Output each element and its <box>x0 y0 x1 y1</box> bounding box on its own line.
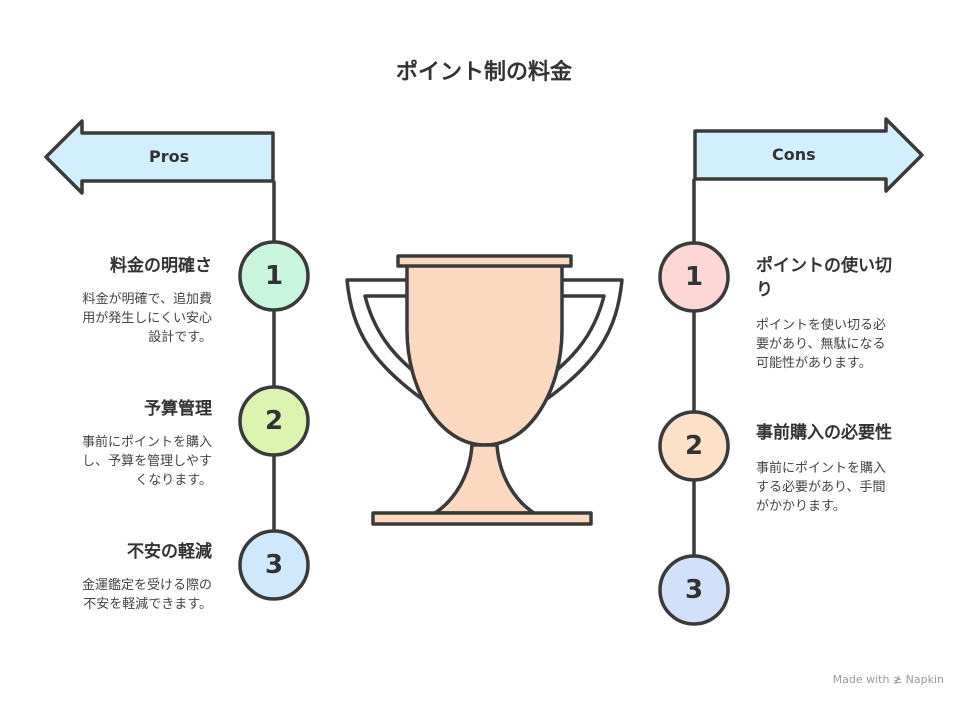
pros-arrow-icon <box>44 119 275 195</box>
cons-heading-1: ポイントの使い切 り <box>756 256 892 300</box>
pros-circle-3 <box>238 529 310 601</box>
cons-circle-3 <box>658 554 730 626</box>
cons-number-3: 3 <box>684 575 704 605</box>
pros-circle-1 <box>238 240 310 312</box>
pros-circle-2 <box>238 385 310 457</box>
cons-circle-2 <box>658 410 730 482</box>
pros-desc-1: 料金が明確で、追加費 用が発生しにくい安心 設計です。 <box>82 292 212 345</box>
pros-heading-2: 予算管理 <box>144 399 212 419</box>
cons-label: Cons <box>772 145 816 164</box>
cons-desc-1: ポイントを使い切る必 要があり、無駄になる 可能性があります。 <box>756 318 887 371</box>
pros-number-1: 1 <box>264 261 284 291</box>
cons-number-2: 2 <box>684 431 704 461</box>
page-title: ポイント制の料金 <box>395 60 572 85</box>
pros-desc-3: 金運鑑定を受ける際の 不安を軽減できます。 <box>81 578 212 612</box>
cons-heading-2: 事前購入の必要性 <box>756 423 892 443</box>
trophy-icon <box>345 254 624 526</box>
pros-number-3: 3 <box>264 550 284 580</box>
pros-number-2: 2 <box>264 406 284 436</box>
cons-circle-1 <box>658 241 730 313</box>
pros-desc-2: 事前にポイントを購入 し、予算を管理しやす くなります。 <box>81 435 212 488</box>
cons-number-1: 1 <box>684 262 704 292</box>
pros-heading-1: 料金の明確さ <box>110 256 212 276</box>
cons-arrow-icon <box>693 117 924 193</box>
cons-desc-2: 事前にポイントを購入 する必要があり、手間 がかかります。 <box>756 461 887 514</box>
napkin-credit[interactable]: Made with ≱ Napkin <box>832 673 944 686</box>
pros-heading-3: 不安の軽減 <box>127 542 212 562</box>
pros-label: Pros <box>149 147 190 166</box>
